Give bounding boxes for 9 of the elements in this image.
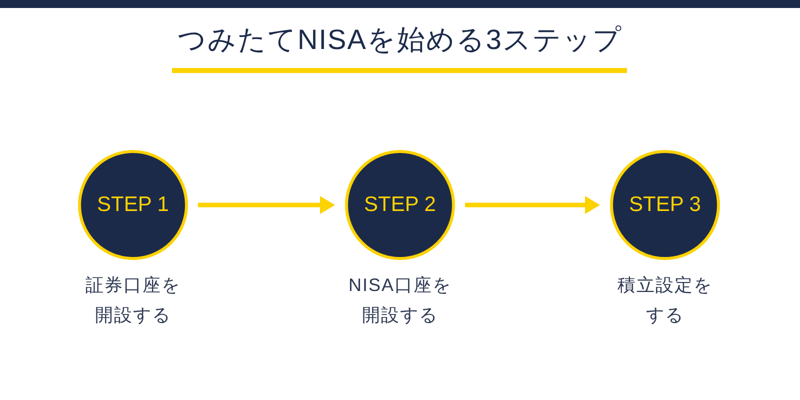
- title: つみたてNISAを始める3ステップ: [178, 23, 622, 57]
- arrow: [465, 196, 600, 214]
- step-caption: NISA口座を開設する: [347, 274, 452, 327]
- step-label: STEP 2: [364, 193, 436, 217]
- step-caption: 積立設定をする: [616, 274, 714, 327]
- step-caption: 証券口座を開設する: [84, 274, 182, 327]
- arrow: [198, 196, 335, 214]
- step-label: STEP 3: [629, 193, 701, 217]
- step-label: STEP 1: [97, 193, 169, 217]
